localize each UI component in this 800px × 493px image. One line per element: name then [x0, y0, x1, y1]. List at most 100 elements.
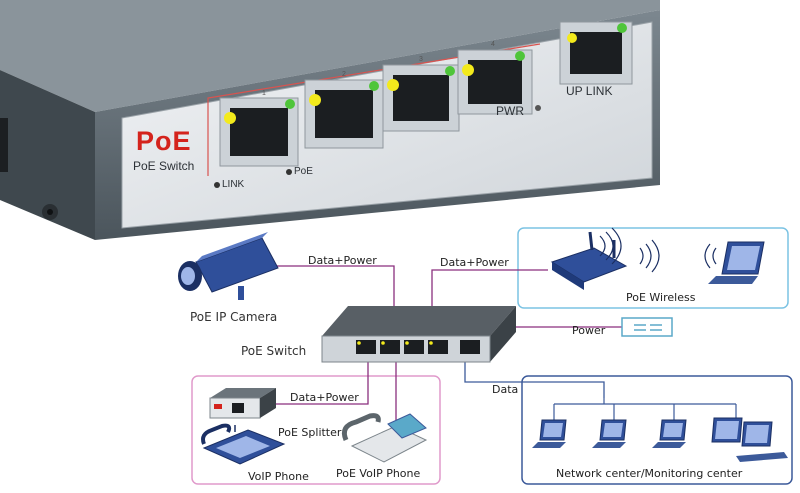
line-data [464, 356, 605, 398]
lan-port-1[interactable] [219, 97, 299, 167]
mini-led [429, 341, 433, 345]
side-vent [0, 118, 8, 172]
adapter-body [621, 317, 673, 337]
port-opening [315, 90, 373, 138]
laptop-screen-inner [727, 246, 760, 270]
diagram-switch-top [322, 306, 516, 336]
led-poe [285, 99, 295, 109]
wireless-label: PoE Wireless [626, 291, 696, 304]
keyboard [652, 442, 686, 448]
camera-lens-glass [181, 267, 195, 285]
mini-led [357, 341, 361, 345]
camera-top [196, 232, 268, 262]
ip-phone-handset [341, 413, 381, 441]
screen [663, 423, 683, 437]
link-led-marker [214, 182, 220, 188]
uplink-port[interactable] [559, 21, 633, 85]
camera-label: PoE IP Camera [190, 310, 278, 324]
lan-port-2[interactable] [304, 79, 384, 149]
splitter-mark [214, 404, 222, 409]
link-wireless-label: Data+Power [440, 256, 509, 269]
splitter-label: PoE Splitter [278, 426, 342, 439]
line-camera [262, 265, 395, 306]
port-number-2: 2 [342, 71, 346, 78]
splitter-port [232, 403, 244, 413]
screen [543, 423, 563, 437]
led-link [462, 64, 474, 76]
link-data-label: Data [492, 383, 519, 396]
line-wireless [431, 269, 548, 306]
poe-splitter-icon [209, 388, 276, 419]
wireless-box [517, 227, 789, 309]
laptop-base [708, 276, 758, 284]
voip-phone-icon [201, 423, 286, 465]
workstation-icon [711, 417, 788, 462]
mini-port-2 [380, 340, 400, 354]
led-link [387, 79, 399, 91]
dc-jack-pin [47, 209, 53, 215]
computer-icon-1 [532, 419, 567, 448]
network-box [521, 375, 793, 485]
led-poe [617, 23, 627, 33]
wireless-router-icon [550, 227, 660, 290]
mini-port-3 [404, 340, 424, 354]
mini-led [405, 341, 409, 345]
splitter-side [260, 388, 276, 418]
mini-port-4 [428, 340, 448, 354]
diagram-switch [321, 306, 516, 363]
brand-logo: PoE [136, 126, 192, 156]
led-poe [515, 51, 525, 61]
mini-uplink-port [460, 340, 480, 354]
port-opening [468, 60, 522, 104]
mini-port-1 [356, 340, 376, 354]
diagram-switch-label: PoE Switch [241, 344, 307, 358]
connection-lines [262, 265, 622, 420]
ip-camera-icon [178, 232, 279, 300]
switch-side [0, 70, 95, 240]
laptop-wifi [704, 243, 717, 269]
lan-port-3[interactable] [382, 64, 460, 132]
screen [603, 423, 623, 437]
lan-port-4[interactable] [457, 49, 533, 115]
network-tree [553, 398, 737, 420]
poe-voip-phone-icon [341, 413, 428, 463]
router-antenna-left [588, 231, 594, 251]
poe-voip-phone-label: PoE VoIP Phone [336, 467, 421, 480]
uplink-label: UP LINK [566, 84, 613, 98]
phone-keypad [216, 436, 270, 458]
port-opening [570, 32, 622, 74]
keyboard [532, 442, 566, 448]
diagram-switch-side [490, 306, 516, 362]
line-splitter [262, 352, 369, 405]
splitter-box [191, 375, 441, 485]
led-poe [445, 66, 455, 76]
switch-hardware [0, 0, 660, 240]
model-label: PoE Switch [133, 159, 195, 173]
led-link [567, 33, 577, 43]
port-opening [393, 75, 449, 121]
camera-mount [238, 286, 244, 300]
poe-led-marker [286, 169, 292, 175]
link-camera-label: Data+Power [308, 254, 377, 267]
pwr-led [535, 105, 541, 111]
link-splitter-label: Data+Power [290, 391, 359, 404]
network-center-label: Network center/Monitoring center [556, 467, 743, 480]
voip-phone-label: VoIP Phone [248, 470, 309, 483]
port-number-4: 4 [491, 41, 495, 48]
screen-left [715, 421, 739, 439]
led-poe-label: PoE [294, 166, 313, 177]
ports-bracket [207, 43, 541, 176]
keyboard [736, 452, 788, 462]
computer-icon-2 [592, 419, 627, 448]
screen-right [745, 425, 769, 443]
keyboard [592, 442, 626, 448]
led-poe [369, 81, 379, 91]
computer-icon-3 [652, 419, 687, 448]
led-link [224, 112, 236, 124]
splitter-top [210, 388, 276, 398]
led-link [309, 94, 321, 106]
port-opening [230, 108, 288, 156]
link-power-label: Power [572, 324, 606, 337]
switch-top-surface [0, 0, 660, 112]
